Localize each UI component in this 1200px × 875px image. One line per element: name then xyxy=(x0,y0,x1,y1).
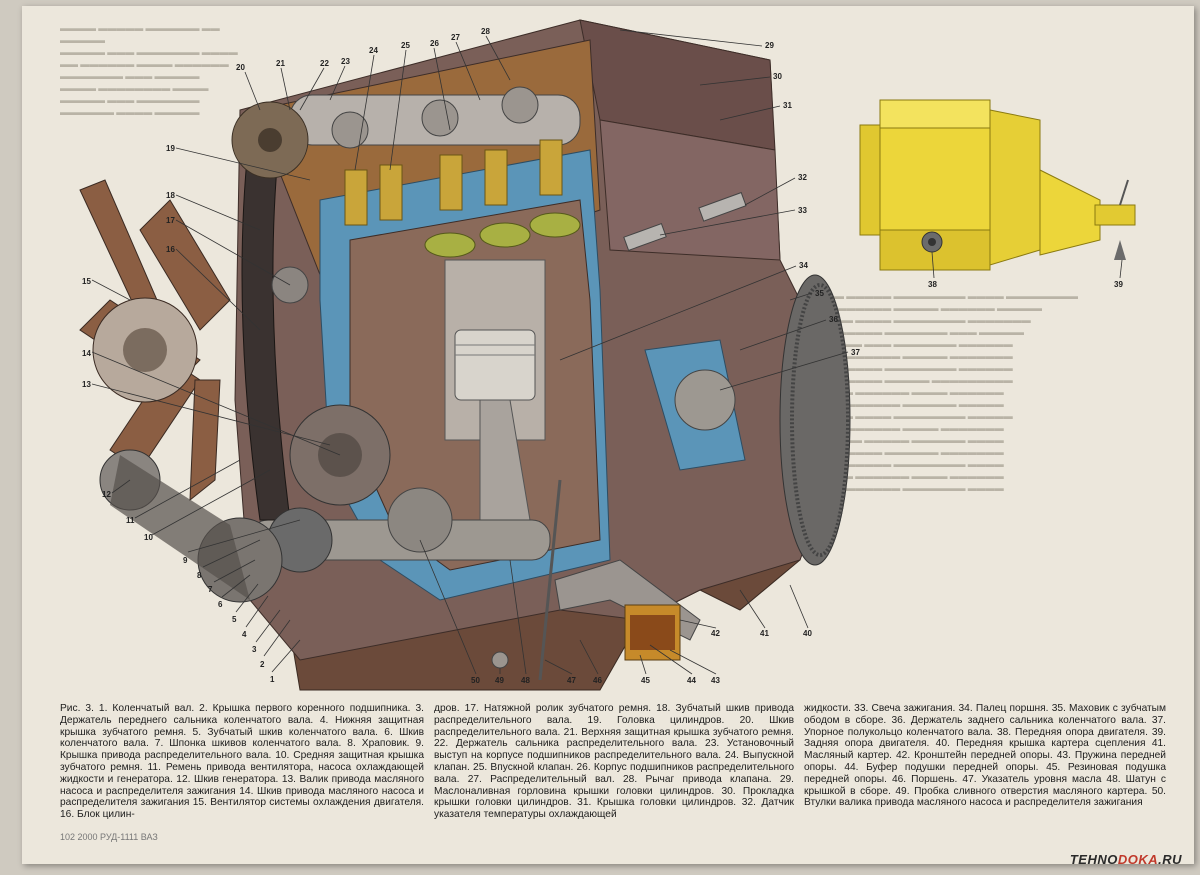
callout-20: 20 xyxy=(236,63,245,72)
callout-37: 37 xyxy=(851,348,860,357)
callout-9: 9 xyxy=(183,556,188,565)
callout-1: 1 xyxy=(270,675,275,684)
callout-33: 33 xyxy=(798,206,807,215)
callout-4: 4 xyxy=(242,630,247,639)
callout-8: 8 xyxy=(197,571,202,580)
callout-34: 34 xyxy=(799,261,808,270)
page-footer: 102 2000 РУД-1111 ВАЗ xyxy=(60,832,158,842)
engine-illustration xyxy=(79,19,851,691)
callout-15: 15 xyxy=(82,277,91,286)
callout-3: 3 xyxy=(252,645,257,654)
callout-10: 10 xyxy=(144,533,153,542)
callout-30: 30 xyxy=(773,72,782,81)
caption-column-2: дров. 17. Натяжной ролик зубчатого ремня… xyxy=(434,703,794,821)
cooling-fan xyxy=(79,179,231,502)
callout-47: 47 xyxy=(567,676,576,685)
callout-7: 7 xyxy=(208,585,213,594)
callout-50: 50 xyxy=(471,676,480,685)
callout-31: 31 xyxy=(783,101,792,110)
callout-32: 32 xyxy=(798,173,807,182)
callout-41: 41 xyxy=(760,629,769,638)
callout-21: 21 xyxy=(276,59,285,68)
caption-column-1: Рис. 3. 1. Коленчатый вал. 2. Крышка пер… xyxy=(60,703,424,821)
callout-12: 12 xyxy=(102,490,111,499)
callout-24: 24 xyxy=(369,46,378,55)
caption-column-3: жидкости. 33. Свеча зажигания. 34. Палец… xyxy=(804,703,1166,809)
callout-6: 6 xyxy=(218,600,223,609)
callout-43: 43 xyxy=(711,676,720,685)
flywheel xyxy=(779,274,851,566)
callout-39: 39 xyxy=(1114,280,1123,289)
watermark-part3: .RU xyxy=(1158,852,1182,867)
callout-13: 13 xyxy=(82,380,91,389)
callout-44: 44 xyxy=(687,676,696,685)
callout-29: 29 xyxy=(765,41,774,50)
callout-46: 46 xyxy=(593,676,602,685)
callout-36: 36 xyxy=(829,315,838,324)
callout-26: 26 xyxy=(430,39,439,48)
callout-labels: 1 2 3 4 5 6 7 8 9 10 11 12 13 14 15 16 1… xyxy=(82,27,1123,685)
callout-2: 2 xyxy=(260,660,265,669)
callout-5: 5 xyxy=(232,615,237,624)
watermark-logo: TEHNODOKA.RU xyxy=(1070,852,1182,867)
callout-27: 27 xyxy=(451,33,460,42)
callout-45: 45 xyxy=(641,676,650,685)
callout-42: 42 xyxy=(711,629,720,638)
callout-25: 25 xyxy=(401,41,410,50)
callout-23: 23 xyxy=(341,57,350,66)
callout-17: 17 xyxy=(166,216,175,225)
watermark-part2: DOKA xyxy=(1117,852,1159,867)
background-print: ▬▬▬▬▬▬ ▬▬▬▬▬ ▬▬▬▬▬▬▬▬ ▬▬▬▬ ▬▬▬▬▬▬▬▬▬▬▬ ▬… xyxy=(790,291,1078,493)
watermark-part1: TEHNO xyxy=(1069,852,1118,867)
callout-28: 28 xyxy=(481,27,490,36)
callout-19: 19 xyxy=(166,144,175,153)
engine-gearbox-inset xyxy=(859,99,1136,271)
callout-48: 48 xyxy=(521,676,530,685)
background-print: ▬▬▬▬ ▬▬▬▬▬ ▬▬▬▬▬▬ ▬▬ ▬▬▬▬▬▬▬▬▬▬ ▬▬▬ ▬▬▬▬… xyxy=(60,23,238,117)
callout-49: 49 xyxy=(495,676,504,685)
callout-22: 22 xyxy=(320,59,329,68)
callout-40: 40 xyxy=(803,629,812,638)
callout-11: 11 xyxy=(126,516,135,525)
callout-14: 14 xyxy=(82,349,91,358)
callout-38: 38 xyxy=(928,280,937,289)
callout-35: 35 xyxy=(815,289,824,298)
callout-16: 16 xyxy=(166,245,175,254)
leader-lines xyxy=(91,29,1123,675)
callout-18: 18 xyxy=(166,191,175,200)
